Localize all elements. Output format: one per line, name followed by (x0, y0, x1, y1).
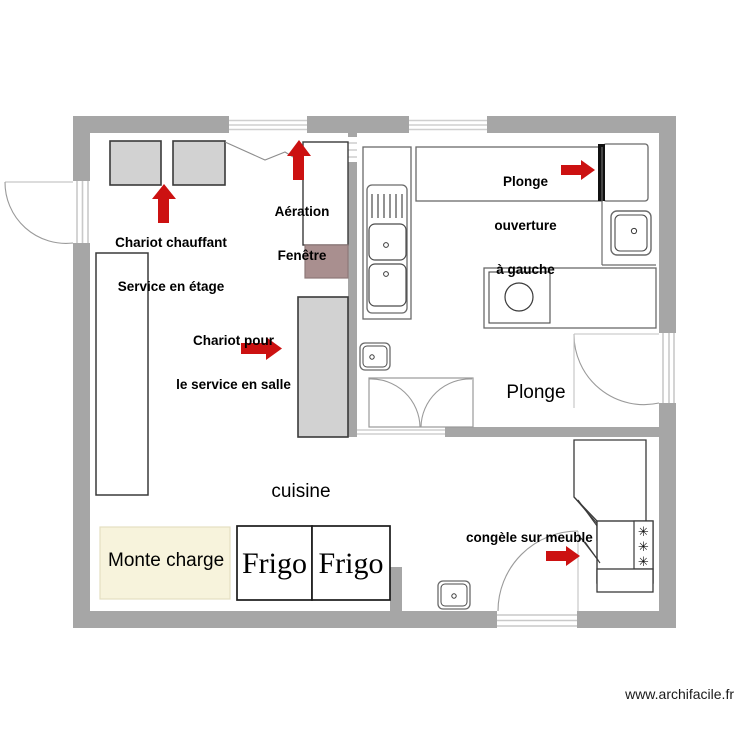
openings-group (4, 116, 676, 628)
fixture-evier-bas-cuisine[interactable] (437, 580, 471, 610)
fixture-label-frigo-1: Frigo (241, 547, 307, 580)
fixture-chariot-chauffant-1[interactable] (109, 140, 162, 186)
fixture-chariot-service-salle[interactable] (297, 296, 349, 438)
arrow-aeration-fenetre (287, 140, 311, 180)
arrow-chariot-service-salle (241, 337, 282, 360)
annotation-chariot-chauffant: Chariot chauffant Service en étage (101, 207, 241, 324)
annotation-chariot-chauffant-line1: Chariot chauffant (115, 235, 227, 251)
door-bottom-cuisine (497, 530, 579, 628)
fixture-meuble-haut-centre[interactable] (302, 141, 349, 246)
arrow-congele-sur-meuble (546, 546, 580, 566)
fixture-plan-travail-gauche[interactable] (95, 252, 149, 496)
fixture-meuble-angle-droit[interactable] (573, 439, 647, 541)
fixture-table-ronde[interactable] (483, 267, 657, 329)
door-right-plonge (573, 333, 676, 408)
arrow-plonge-ouverture (561, 160, 595, 180)
wall-stub-bottom-right (390, 567, 402, 613)
fixture-lave-vaisselle[interactable] (598, 143, 649, 202)
watermark-archifacile: www.archifacile.fr (625, 686, 734, 702)
fixture-chariot-chauffant-2[interactable] (172, 140, 226, 186)
fixture-frigo-2-box[interactable] (311, 525, 391, 601)
annotation-congele-sur-meuble: congèle sur meuble (466, 530, 593, 545)
wall-top (73, 116, 676, 133)
annotation-chariot-salle-line2: le service en salle (176, 376, 291, 392)
fixture-evier-droit[interactable] (610, 210, 652, 256)
room-label-cuisine: cuisine (271, 481, 331, 502)
passage-cuisine-plonge (357, 427, 445, 437)
svg-text:✳: ✳ (638, 525, 649, 540)
fixtures-group: ✳ ✳ ✳ (95, 140, 657, 610)
fixture-congelateur[interactable]: ✳ ✳ ✳ (580, 520, 654, 593)
fixture-label-monte-charge: Monte charge (108, 550, 225, 571)
fixture-plonge-double-bac[interactable] (362, 146, 412, 320)
annotation-aeration-line2: Fenêtre (277, 247, 327, 263)
svg-text:✳: ✳ (638, 540, 649, 555)
room-label-plonge: Plonge (506, 382, 566, 403)
fixture-four-mauve[interactable] (304, 244, 349, 279)
annotation-chariot-service-salle: Chariot pour le service en salle (163, 305, 304, 422)
annotation-aeration-fenetre: Aération Fenêtre (257, 176, 347, 293)
fixture-porte-double-cuisine[interactable] (368, 377, 474, 428)
fixture-petit-evier-cuisine[interactable] (359, 342, 391, 371)
arrow-chariot-chauffant (152, 184, 176, 223)
annotation-plonge-line1: Plonge (502, 174, 548, 190)
window-top-right (409, 116, 487, 133)
door-left-exterior (4, 181, 90, 244)
window-top-left (229, 116, 307, 133)
annotation-chariot-salle-line1: Chariot pour (193, 333, 274, 349)
svg-text:✳: ✳ (638, 555, 649, 570)
wall-interior-vertical (348, 133, 357, 436)
passage-slot-interior (348, 137, 357, 162)
annotation-chariot-chauffant-line2: Service en étage (117, 278, 225, 294)
annotation-plonge-line3: à gauche (496, 261, 555, 277)
fixture-label-frigo-2: Frigo (318, 547, 384, 580)
wall-interior-horizontal (348, 427, 676, 437)
annotation-arrows-group (152, 140, 595, 566)
fixture-monte-charge-box[interactable] (99, 526, 231, 600)
wall-left (73, 116, 90, 628)
annotation-plonge-ouverture: Plonge ouverture à gauche (478, 146, 573, 306)
annotation-plonge-line2: ouverture (494, 217, 557, 233)
fixture-frigo-1-box[interactable] (236, 525, 313, 601)
annotation-aeration-line1: Aération (274, 204, 330, 220)
wall-bottom (73, 611, 676, 628)
